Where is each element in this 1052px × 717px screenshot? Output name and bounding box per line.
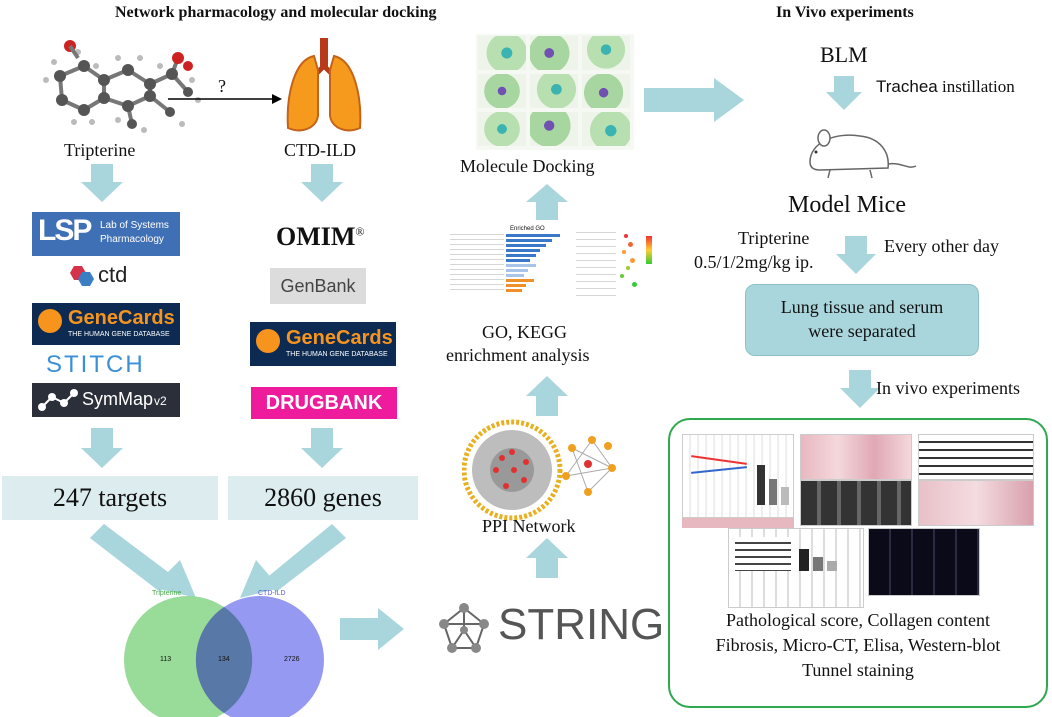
blm-label: BLM bbox=[820, 42, 868, 67]
molecule-docking-grid bbox=[476, 34, 634, 150]
docking-pose bbox=[582, 112, 630, 146]
elisa-chart-thumbnail bbox=[728, 528, 864, 608]
in-vivo-experiments-label: In vivo experiments bbox=[876, 378, 1020, 398]
arrow-up bbox=[526, 376, 568, 416]
results-text: Pathological score, Collagen content Fib… bbox=[715, 610, 1001, 680]
tunel-staining-thumbnail bbox=[868, 528, 980, 596]
genecards-logo-2: GeneCards THE HUMAN GENE DATABASE bbox=[250, 322, 396, 366]
ctd-ild-label: CTD-ILD bbox=[284, 140, 356, 160]
omim-logo: OMIM® bbox=[276, 222, 365, 251]
docking-pose bbox=[582, 74, 630, 108]
arrow-diagonal-down-left bbox=[240, 524, 346, 598]
dna-icon bbox=[256, 329, 280, 353]
trachea-instillation-label: Trachea instillation bbox=[876, 77, 1015, 96]
lsp-logo: LSP Lab of Systems Pharmacology bbox=[32, 212, 180, 256]
stitch-logo: STITCH bbox=[46, 351, 145, 378]
arrow-up bbox=[526, 184, 568, 220]
hexagon-icon bbox=[70, 266, 94, 286]
arrow-down bbox=[81, 428, 123, 468]
results-panel: Pathological score, Collagen content Fib… bbox=[668, 418, 1048, 708]
lungs-icon bbox=[286, 38, 362, 132]
genbank-logo: GenBank bbox=[270, 268, 366, 304]
arrow-down bbox=[826, 76, 862, 110]
ppi-network-image bbox=[462, 419, 616, 521]
docking-pose bbox=[478, 112, 526, 146]
venn-left-only: 113 bbox=[160, 656, 172, 663]
arrow-diagonal-down-right bbox=[90, 524, 196, 598]
venn-left-title: Tripterine bbox=[152, 590, 182, 597]
micro-ct-thumbnail bbox=[800, 480, 912, 526]
line-chart-thumbnail bbox=[682, 434, 794, 518]
ppi-network-label: PPI Network bbox=[482, 516, 576, 536]
left-section-header: Network pharmacology and molecular docki… bbox=[115, 4, 437, 21]
every-other-day-label: Every other day bbox=[884, 236, 999, 256]
venn-diagram bbox=[124, 596, 324, 717]
dose-label-line2: 0.5/1/2mg/kg ip. bbox=[694, 252, 814, 272]
histology-thumbnail bbox=[800, 434, 912, 480]
ctd-logo: ctd bbox=[66, 262, 146, 290]
tripterine-label: Tripterine bbox=[64, 140, 136, 160]
arrow-down bbox=[81, 164, 123, 202]
question-mark: ? bbox=[218, 76, 226, 96]
enrichment-label-line1: GO, KEGG bbox=[482, 322, 567, 342]
docking-pose bbox=[530, 112, 578, 146]
symmap-logo: SymMap v2 bbox=[32, 383, 180, 417]
docking-pose bbox=[478, 74, 526, 108]
mouse-icon bbox=[809, 129, 917, 179]
venn-overlap: 134 bbox=[218, 656, 230, 663]
string-logo: STRING bbox=[436, 598, 664, 658]
string-network-icon bbox=[439, 603, 489, 653]
venn-right-title: CTD-ILD bbox=[258, 590, 286, 597]
unknown-relation-arrow bbox=[168, 94, 282, 104]
network-icon bbox=[38, 389, 78, 411]
ihc-thumbnail bbox=[918, 480, 1034, 526]
arrow-right bbox=[644, 78, 744, 122]
histology-strip bbox=[682, 518, 794, 528]
docking-pose bbox=[478, 36, 526, 70]
molecule-docking-label: Molecule Docking bbox=[460, 156, 595, 176]
venn-right-only: 2726 bbox=[284, 656, 300, 663]
tripterine-molecule-icon bbox=[43, 40, 201, 133]
targets-count: 247 targets bbox=[2, 476, 218, 520]
arrow-down bbox=[301, 164, 343, 202]
docking-pose bbox=[530, 36, 578, 70]
genes-count: 2860 genes bbox=[228, 476, 418, 520]
kegg-enrichment-chart bbox=[574, 226, 660, 306]
arrow-up bbox=[526, 538, 568, 578]
docking-pose bbox=[530, 74, 578, 108]
genecards-logo: GeneCards THE HUMAN GENE DATABASE bbox=[32, 303, 180, 345]
model-mice-label: Model Mice bbox=[788, 192, 906, 218]
go-enrichment-chart: Enriched GO bbox=[446, 226, 566, 306]
arrow-down bbox=[836, 236, 876, 274]
arrow-right bbox=[340, 608, 404, 650]
enrichment-label-line2: enrichment analysis bbox=[446, 345, 590, 365]
docking-pose bbox=[582, 36, 630, 70]
drugbank-logo: DRUGBANK bbox=[251, 387, 397, 419]
tissue-separation-box: Lung tissue and serum were separated bbox=[745, 284, 979, 356]
right-section-header: In Vivo experiments bbox=[776, 4, 914, 21]
dose-label-line1: Tripterine bbox=[738, 228, 810, 248]
arrow-down bbox=[301, 428, 343, 468]
western-blot-thumbnail bbox=[918, 434, 1034, 480]
arrow-down bbox=[840, 370, 880, 408]
dna-icon bbox=[38, 309, 62, 333]
